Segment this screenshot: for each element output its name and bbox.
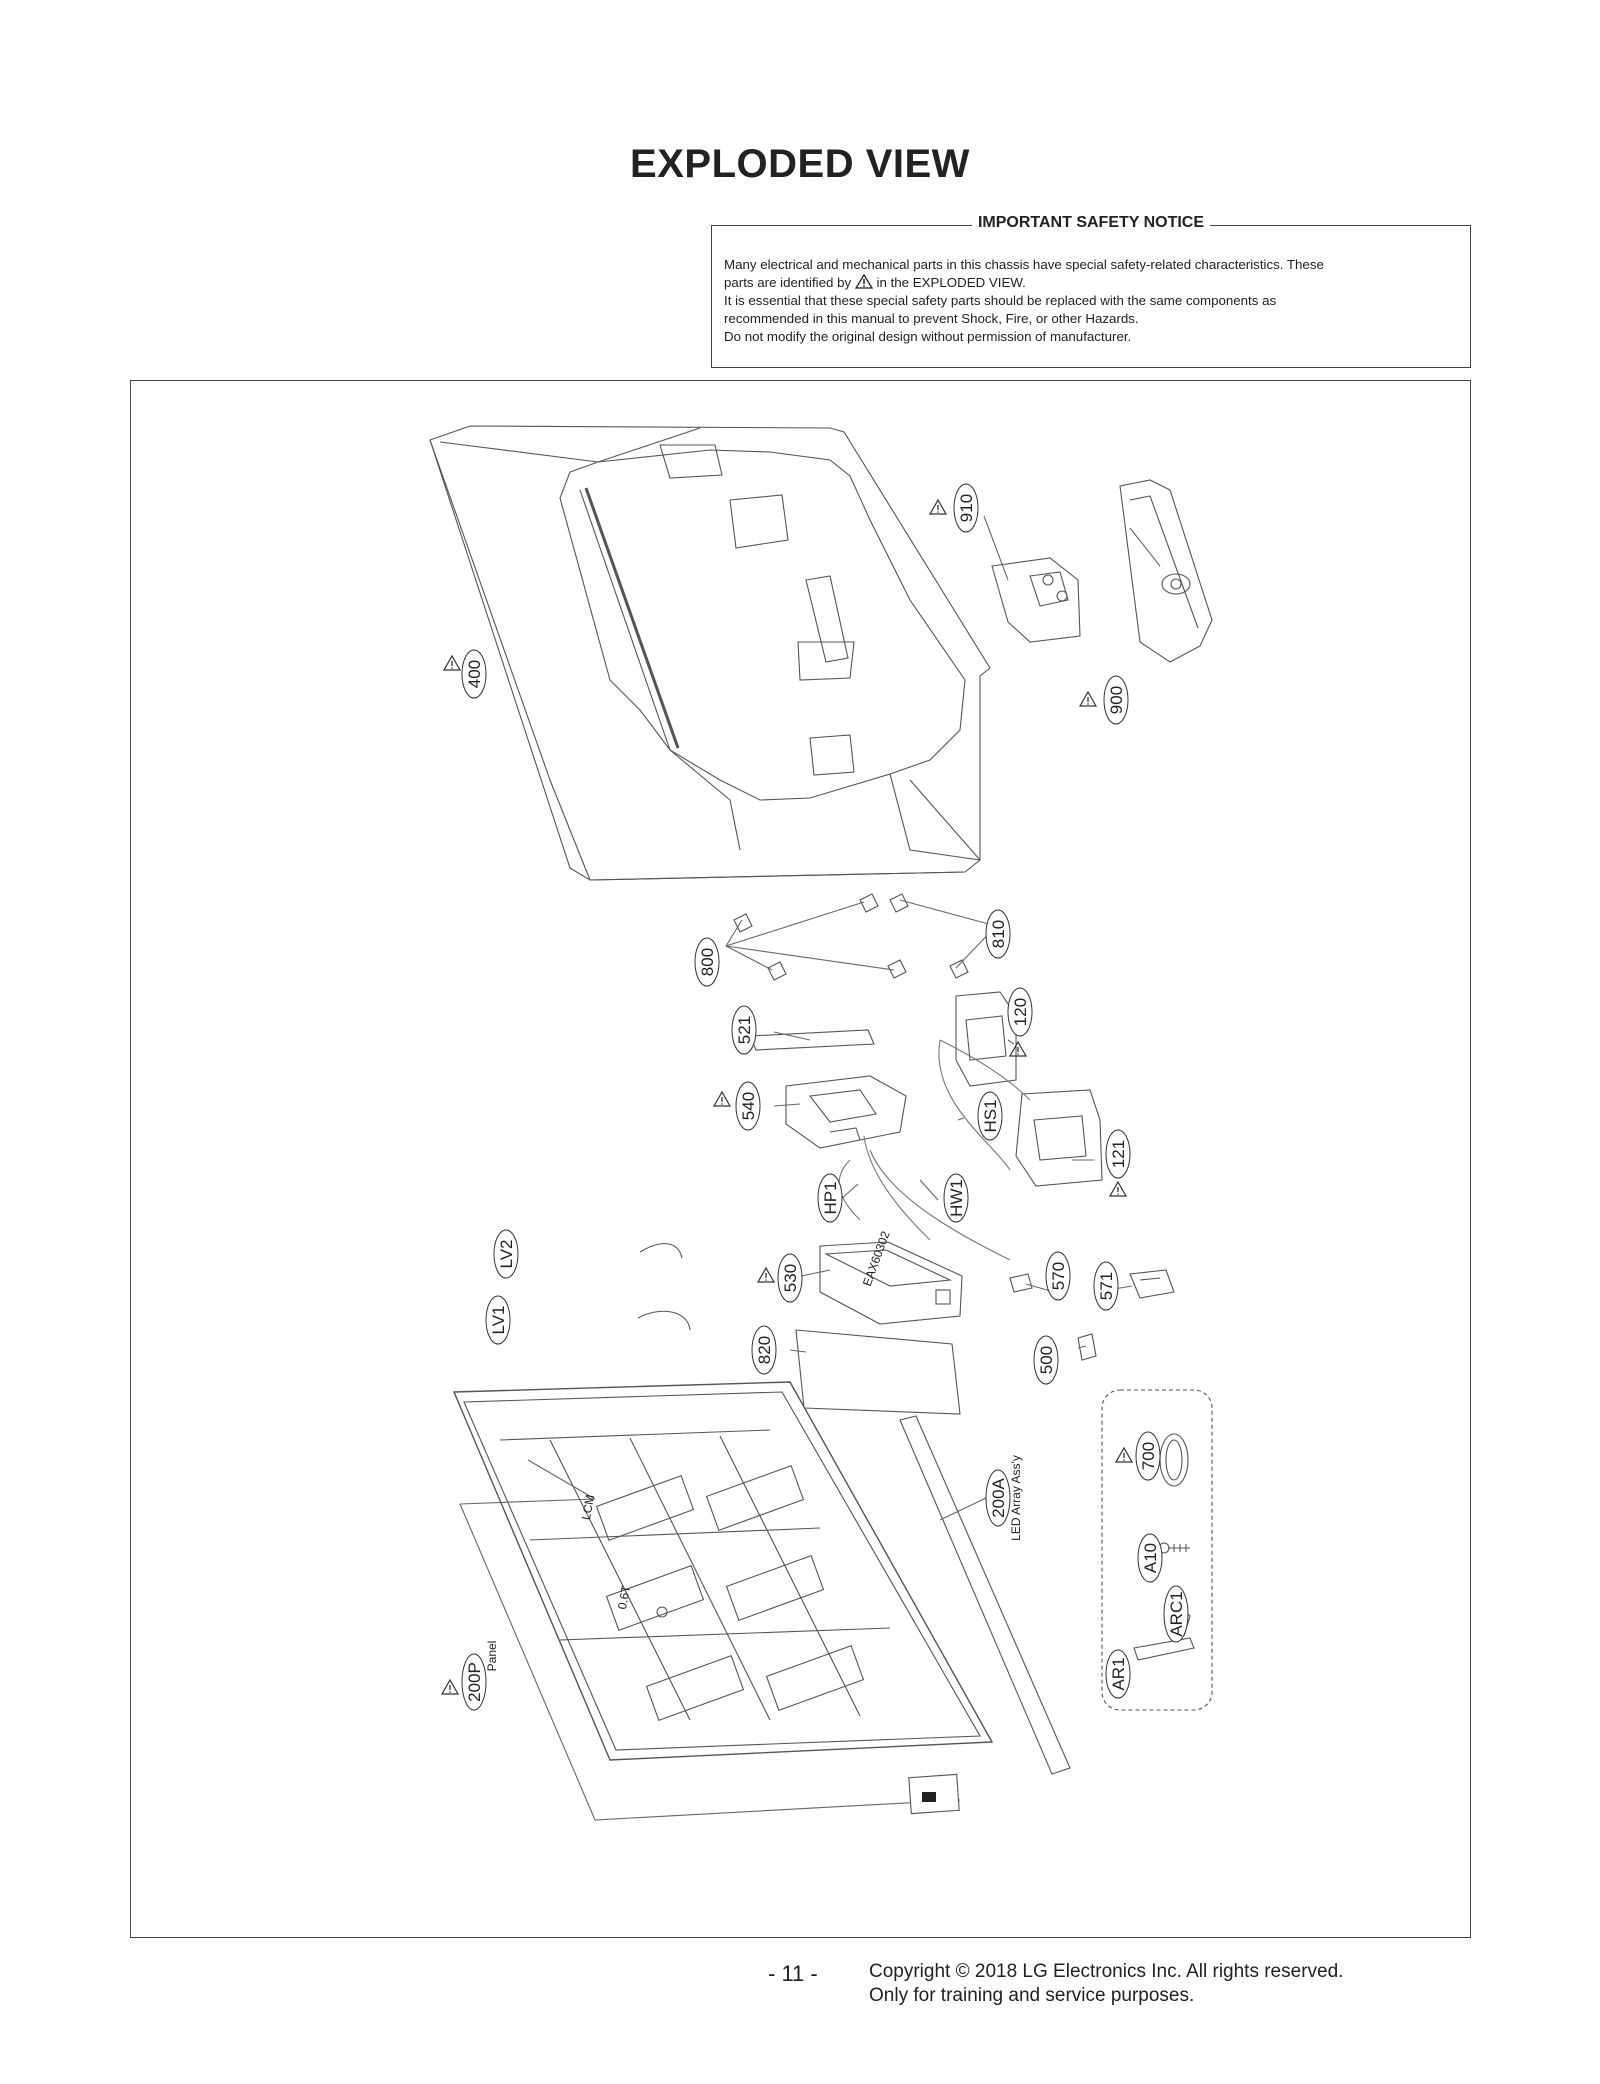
callout-820: 820 (751, 1325, 777, 1375)
led-array-label: LED Array Ass'y (1009, 1455, 1023, 1541)
callout-200a-label: 200A (989, 1477, 1008, 1517)
callout-700: 700 (1115, 1431, 1161, 1481)
diagram-frame (130, 380, 1471, 1938)
board-530-part (819, 1241, 963, 1325)
safety-notice-box: IMPORTANT SAFETY NOTICE Many electrical … (711, 214, 1471, 368)
callout-hw1-label: HW1 (947, 1179, 966, 1217)
callout-800-label: 800 (698, 948, 717, 976)
safety-notice-title: IMPORTANT SAFETY NOTICE (971, 214, 1211, 231)
bracket-parts (733, 893, 969, 981)
notice-line-3: It is essential that these special safet… (724, 293, 1277, 308)
notice-line-2-end: in the EXPLODED VIEW. (876, 275, 1026, 290)
stand-base-part (1119, 479, 1213, 663)
board-570-part (1009, 1273, 1033, 1293)
main-board-540-part (785, 1075, 907, 1149)
lv1-cable (637, 1310, 691, 1331)
accessories-box (1101, 1389, 1213, 1711)
callout-540: 540 (713, 1081, 761, 1131)
callout-900: 900 (1079, 675, 1129, 725)
callout-ar1-label: AR1 (1109, 1657, 1128, 1690)
callout-810: 810 (985, 909, 1011, 959)
callout-hp1: HP1 (817, 1173, 843, 1223)
callout-500: 500 (1033, 1335, 1059, 1385)
notice-line-4: recommended in this manual to prevent Sh… (724, 311, 1139, 326)
callout-700-label: 700 (1139, 1442, 1158, 1470)
callout-810-label: 810 (989, 920, 1008, 948)
callout-570-label: 570 (1049, 1262, 1068, 1290)
panel-projection-lines (459, 1459, 961, 1821)
callout-200p-label: 200P (465, 1662, 484, 1702)
callout-570: 570 (1045, 1251, 1071, 1301)
training-line: Only for training and service purposes. (869, 1985, 1195, 2006)
callout-400-label: 400 (465, 660, 484, 688)
callout-lv2: LV2 (493, 1229, 519, 1279)
cable-harnesses (838, 1039, 1031, 1261)
callout-hs1-label: HS1 (981, 1099, 1000, 1132)
callout-530-label: 530 (781, 1264, 800, 1292)
callout-a10: A10 (1137, 1533, 1163, 1583)
callout-lv2-label: LV2 (497, 1240, 516, 1269)
safety-notice-body: Many electrical and mechanical parts in … (724, 256, 1458, 346)
notice-line-5: Do not modify the original design withou… (724, 329, 1132, 344)
callout-530: 530 (757, 1253, 803, 1303)
leader-lines (725, 515, 1161, 1521)
callout-800: 800 (694, 937, 720, 987)
callout-500-label: 500 (1037, 1346, 1056, 1374)
callouts: 910 900 400 800 810 521 120 (441, 483, 1189, 1711)
panel-label: Panel (485, 1641, 499, 1672)
screw-a10 (1158, 1542, 1190, 1554)
callout-ar1: AR1 (1105, 1649, 1131, 1699)
power-unit-121-part (1015, 1089, 1103, 1187)
callout-900-label: 900 (1107, 686, 1126, 714)
bracket-521-part (749, 1029, 875, 1051)
callout-571: 571 (1093, 1261, 1119, 1311)
board-500-part (1077, 1333, 1097, 1361)
footer-copyright: Copyright © 2018 LG Electronics Inc. All… (869, 1960, 1343, 2008)
callout-120: 120 (1007, 987, 1033, 1057)
callout-lv1: LV1 (485, 1295, 511, 1345)
callout-hw1: HW1 (943, 1173, 969, 1223)
power-supply-120-part (955, 991, 1017, 1087)
back-cover-part (429, 425, 991, 881)
callout-910: 910 (929, 483, 979, 533)
callout-a10-label: A10 (1141, 1543, 1160, 1573)
callout-910-label: 910 (957, 494, 976, 522)
callout-521-label: 521 (735, 1016, 754, 1044)
safety-warning-icon (854, 274, 873, 289)
page-number: - 11 - (768, 1961, 818, 1986)
shield-sheet-820-part (795, 1329, 961, 1415)
callout-120-label: 120 (1011, 998, 1030, 1026)
thickness-marking: 0.6T (615, 1584, 633, 1611)
callout-121: 121 (1105, 1129, 1131, 1197)
callout-200a: 200A LED Array Ass'y (985, 1455, 1023, 1541)
exploded-view-diagram: 910 900 400 800 810 521 120 (429, 425, 1213, 1821)
board-571-part (1129, 1269, 1175, 1299)
callout-521: 521 (731, 1005, 757, 1055)
callout-lv1-label: LV1 (489, 1306, 508, 1335)
panel-200p-part (452, 1381, 994, 1761)
page-title: EXPLODED VIEW (630, 142, 970, 186)
notice-line-2: parts are identified by in the EXPLODED … (724, 274, 1458, 292)
callout-arc1-label: ARC1 (1167, 1591, 1186, 1636)
lv2-cable (639, 1243, 683, 1259)
led-bar-200a-part (899, 1415, 1071, 1775)
callout-200p: 200P Panel (441, 1641, 499, 1711)
callout-121-label: 121 (1109, 1140, 1128, 1168)
notice-line-1: Many electrical and mechanical parts in … (724, 257, 1324, 272)
callout-571-label: 571 (1097, 1272, 1116, 1300)
lcm-marking: LCM (579, 1494, 597, 1521)
stand-neck-part (991, 557, 1081, 643)
copyright-line: Copyright © 2018 LG Electronics Inc. All… (869, 1961, 1344, 1982)
callout-540-label: 540 (739, 1092, 758, 1120)
callout-400: 400 (443, 649, 487, 699)
power-cord-700 (1159, 1433, 1189, 1487)
notice-line-2-start: parts are identified by (724, 275, 852, 290)
callout-hs1: HS1 (977, 1091, 1003, 1141)
callout-arc1: ARC1 (1163, 1585, 1189, 1643)
callout-820-label: 820 (755, 1336, 774, 1364)
callout-hp1-label: HP1 (821, 1181, 840, 1214)
